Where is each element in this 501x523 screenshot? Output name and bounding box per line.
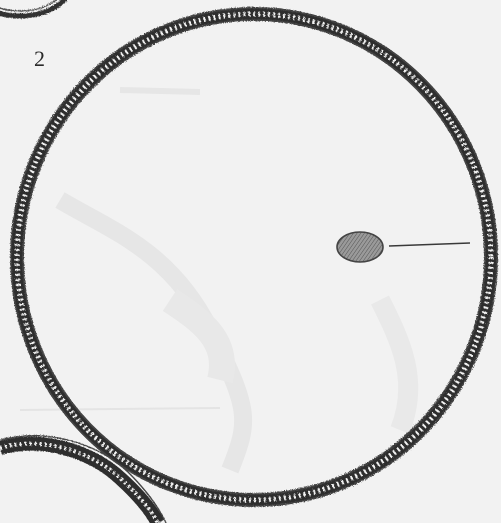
setting-oval [337,232,383,262]
previous-figure-ring [0,0,72,16]
main-ring [11,8,497,506]
next-figure-ring [0,436,166,523]
figure-number-label: 2 [34,48,45,70]
leader-line [389,243,470,246]
